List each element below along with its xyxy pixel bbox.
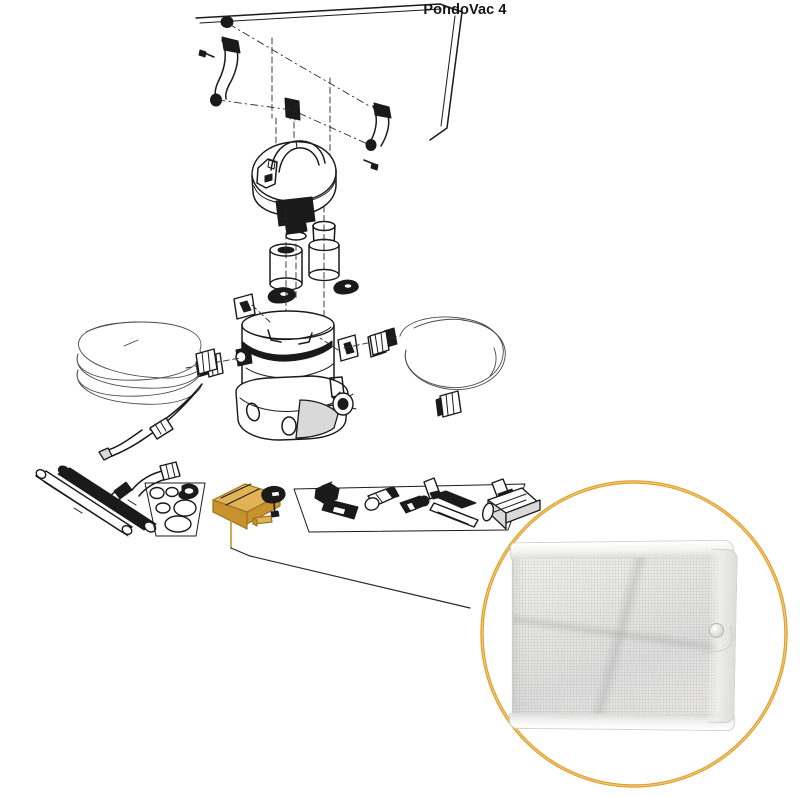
extension-tubes-art — [35, 465, 157, 537]
callout-leader-line — [230, 511, 471, 609]
flag-parts-art — [233, 293, 359, 362]
handle-assembly-art — [195, 3, 463, 171]
filter-bag-detail-photo — [508, 539, 738, 732]
motor-head-art — [251, 140, 337, 250]
bag-bottom-hem — [508, 712, 736, 732]
filter-cartridges-art — [267, 205, 359, 331]
container-body-art — [235, 310, 335, 400]
suction-hose-art — [76, 321, 218, 461]
bag-top-hem — [509, 539, 735, 560]
small-fitting-art — [261, 485, 286, 518]
curved-handle-tube-art — [106, 461, 181, 506]
nozzle-set-art — [293, 477, 541, 533]
filter-bag-fabric — [512, 545, 730, 725]
mesh-texture — [513, 546, 729, 724]
container-base-art — [235, 375, 357, 441]
bag-drawstring-toggle — [709, 623, 724, 638]
seal-kit-art — [144, 482, 206, 537]
discharge-hose-art — [369, 316, 506, 418]
